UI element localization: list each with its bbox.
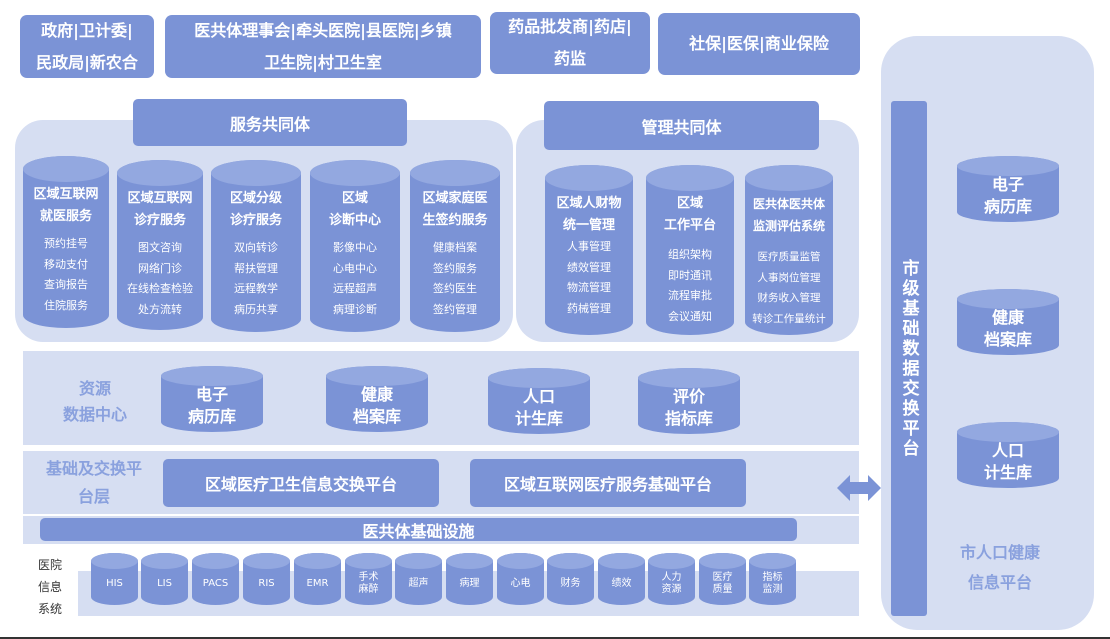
resource-cylinder-evaluation: 评价指标库: [638, 368, 740, 434]
cylinder-items: 预约挂号移动支付查询报告住院服务: [44, 237, 88, 312]
cylinder-title: 区域诊断中心: [328, 191, 381, 228]
hospital-system-cylinder: 超声: [395, 553, 442, 605]
hospital-system-cylinder: 财务: [547, 553, 594, 605]
hospital-system-cylinder: 人力资源: [648, 553, 695, 605]
hospital-system-label: 医疗质量: [712, 572, 733, 595]
management-cylinder: 区域工作平台 组织架构即时通讯流程审批会议通知: [646, 165, 734, 335]
cylinder-title: 区域工作平台: [663, 196, 716, 233]
cylinder-title: 区域分级诊疗服务: [229, 191, 282, 228]
hospital-system-cylinder: 指标监测: [749, 553, 796, 605]
regional-exchange-platform: 区域医疗卫生信息交换平台: [163, 459, 439, 507]
cylinder-items: 影像中心心电中心远程超声病理诊断: [333, 241, 377, 316]
management-cylinder: 医共体医共体监测评估系统 医疗质量监管人事岗位管理财务收入管理转诊工作量统计: [745, 165, 833, 335]
service-cylinder: 区域诊断中心 影像中心心电中心远程超声病理诊断: [310, 160, 400, 332]
hospital-system-label: 超声: [408, 578, 429, 589]
resource-center-label: 资源数据中心: [62, 379, 127, 424]
cylinder-items: 健康档案签约服务签约医生签约管理: [433, 241, 477, 316]
gov-box: 政府|卫计委| 民政局|新农合: [20, 15, 154, 78]
gov-box-line2: 民政局|新农合: [36, 52, 138, 72]
hospital-system-cylinder: PACS: [192, 553, 239, 605]
service-cylinder: 区域互联网就医服务 预约挂号移动支付查询报告住院服务: [23, 156, 109, 328]
community-box: 医共体理事会|牵头医院|县医院|乡镇卫生院|村卫生室: [165, 15, 481, 78]
cylinder-items: 医疗质量监管人事岗位管理财务收入管理转诊工作量统计: [752, 251, 826, 325]
hospital-system-label: PACS: [202, 578, 229, 589]
management-community-title: 管理共同体: [544, 101, 819, 150]
resource-cylinder-health-record: 健康档案库: [326, 366, 428, 432]
hospital-system-label: EMR: [306, 578, 329, 589]
pharma-box-line2: 药监: [553, 49, 586, 68]
hospital-system-label: RIS: [258, 578, 275, 589]
city-exchange-title: 市级基础数据交换平台: [898, 258, 919, 459]
hospital-system-cylinder: 手术麻醉: [345, 553, 392, 605]
city-cylinder-emr: 电子病历库: [957, 156, 1059, 222]
management-cylinder: 区域人财物统一管理 人事管理绩效管理物流管理药械管理: [545, 165, 633, 335]
service-community-title: 服务共同体: [133, 99, 407, 146]
hospital-system-cylinder: 医疗质量: [699, 553, 746, 605]
cylinder-title: 区域家庭医生签约服务: [422, 191, 488, 228]
hospital-system-label: 心电: [510, 578, 531, 589]
hospital-system-label: 手术麻醉: [358, 572, 379, 595]
hospital-system-cylinder: LIS: [141, 553, 188, 605]
hospital-system-label: 病理: [459, 578, 480, 589]
cylinder-title: 区域人财物统一管理: [556, 196, 622, 233]
service-cylinder: 区域分级诊疗服务 双向转诊帮扶管理远程教学病历共享: [211, 160, 301, 332]
cylinder-title: 医共体医共体监测评估系统: [752, 197, 825, 233]
city-platform-label: 市人口健康信息平台: [959, 543, 1040, 592]
hospital-system-cylinder: 心电: [497, 553, 544, 605]
hospital-system-label: 人力资源: [661, 572, 682, 595]
hospital-system-cylinder: 病理: [446, 553, 493, 605]
hospital-system-cylinder: 绩效: [598, 553, 645, 605]
hospital-systems-label: 医院信息系统: [38, 558, 63, 616]
hospital-system-label: 指标监测: [762, 572, 783, 595]
resource-cylinder-emr: 电子病历库: [161, 366, 263, 432]
internet-service-platform: 区域互联网医疗服务基础平台: [470, 459, 746, 507]
cylinder-title: 区域互联网诊疗服务: [127, 191, 193, 228]
hospital-system-cylinder: EMR: [294, 553, 341, 605]
community-box-line1: 医共体理事会|牵头医院|县医院|乡镇: [194, 20, 452, 40]
hospital-system-label: 财务: [560, 578, 581, 589]
hospital-system-label: 绩效: [611, 578, 632, 589]
cylinder-items: 双向转诊帮扶管理远程教学病历共享: [234, 241, 278, 316]
service-cylinder: 区域家庭医生签约服务 健康档案签约服务签约医生签约管理: [410, 160, 500, 332]
hospital-system-cylinder: RIS: [243, 553, 290, 605]
community-box-line2: 卫生院|村卫生室: [264, 52, 382, 72]
cylinder-items: 人事管理绩效管理物流管理药械管理: [567, 240, 611, 315]
insurance-box-line1: 社保|医保|商业保险: [689, 34, 829, 53]
hospital-system-cylinder: HIS: [91, 553, 138, 605]
gov-box-line1: 政府|卫计委|: [41, 20, 133, 40]
cylinder-title: 区域互联网就医服务: [33, 187, 99, 224]
pharma-box: 药品批发商|药店| 药监: [490, 12, 650, 74]
exchange-layer-label: 基础及交换平台层: [45, 459, 142, 506]
city-exchange-platform: 市级基础数据交换平台: [891, 101, 927, 616]
cylinder-items: 图文咨询网络门诊在线检查检验处方流转: [127, 241, 193, 316]
city-cylinder-health-record: 健康档案库: [957, 289, 1059, 355]
service-cylinder: 区域互联网诊疗服务 图文咨询网络门诊在线检查检验处方流转: [117, 160, 203, 330]
bottom-rule: [0, 637, 1110, 639]
hospital-system-label: HIS: [106, 578, 123, 589]
infrastructure-bar: 医共体基础设施: [40, 518, 797, 541]
pharma-box-line1: 药品批发商|药店|: [508, 17, 632, 36]
insurance-box: 社保|医保|商业保险: [658, 13, 860, 75]
cylinder-items: 组织架构即时通讯流程审批会议通知: [668, 248, 712, 323]
city-cylinder-population: 人口计生库: [957, 422, 1059, 488]
double-arrow-icon: [837, 475, 881, 501]
hospital-system-label: LIS: [157, 578, 172, 589]
resource-cylinder-population: 人口计生库: [488, 368, 590, 434]
